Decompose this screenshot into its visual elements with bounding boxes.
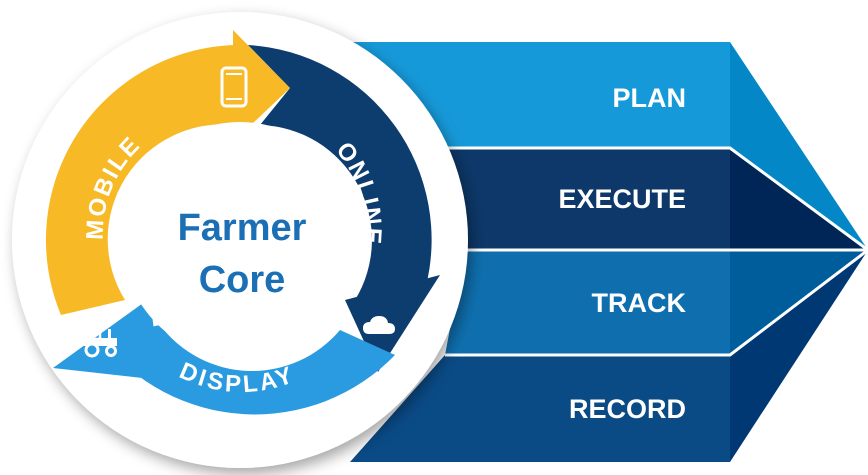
- steps-arrow: PLAN EXECUTE TRACK RECORD: [340, 42, 868, 462]
- step-label-plan: PLAN: [613, 83, 687, 113]
- band-record-tip: [730, 250, 868, 462]
- center-title-line2: Core: [199, 259, 286, 301]
- smartphone-icon: [220, 66, 248, 108]
- step-label-record: RECORD: [569, 394, 686, 424]
- band-track: [445, 250, 730, 355]
- band-record: [350, 355, 730, 462]
- cloud-icon: [363, 316, 395, 334]
- center-hub: [122, 122, 358, 358]
- arrow-mobile: [233, 30, 290, 142]
- segment-mobile: [45, 45, 235, 315]
- band-execute: [440, 148, 730, 250]
- tractor-icon: [83, 325, 117, 358]
- center-title-line1: Farmer: [178, 207, 307, 249]
- step-label-execute: EXECUTE: [558, 184, 686, 214]
- segment-online: [248, 45, 432, 300]
- segment-display: [100, 325, 395, 415]
- band-plan-tip: [730, 42, 868, 250]
- cycle-ring: [45, 30, 440, 415]
- step-label-track: TRACK: [592, 288, 687, 318]
- band-plan: [340, 42, 730, 148]
